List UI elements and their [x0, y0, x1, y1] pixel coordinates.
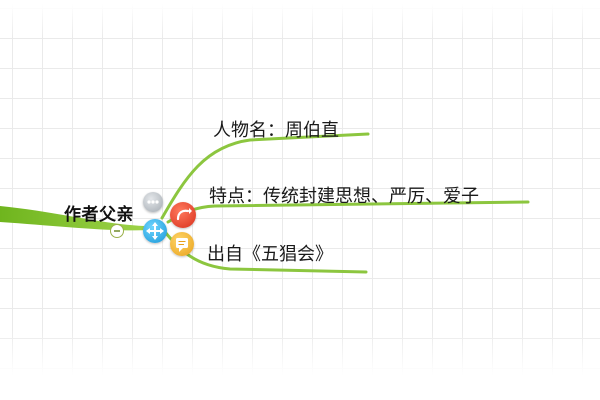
- branch-1-connector: [160, 132, 370, 220]
- root-node-label[interactable]: 作者父亲: [64, 205, 134, 225]
- canvas-top-fade: [0, 0, 600, 38]
- minus-glyph: [114, 230, 120, 232]
- relation-glyph: [176, 208, 192, 221]
- note-icon[interactable]: [170, 232, 194, 256]
- ellipsis-icon[interactable]: [143, 192, 163, 212]
- relation-icon[interactable]: [170, 202, 196, 228]
- branch-2-label[interactable]: 特点：传统封建思想、严厉、爱子: [209, 186, 479, 207]
- ellipsis-glyph: [147, 200, 159, 204]
- minus-icon[interactable]: [110, 224, 124, 238]
- move-arrows-glyph: [146, 222, 164, 240]
- branch-1-label[interactable]: 人物名：周伯直: [213, 120, 339, 141]
- branch-3-connector: [163, 230, 368, 274]
- branch-3-label[interactable]: 出自《五猖会》: [207, 244, 333, 265]
- canvas-bottom-fade: [0, 330, 600, 400]
- note-glyph: [176, 238, 188, 252]
- move-arrows-icon[interactable]: [143, 219, 167, 243]
